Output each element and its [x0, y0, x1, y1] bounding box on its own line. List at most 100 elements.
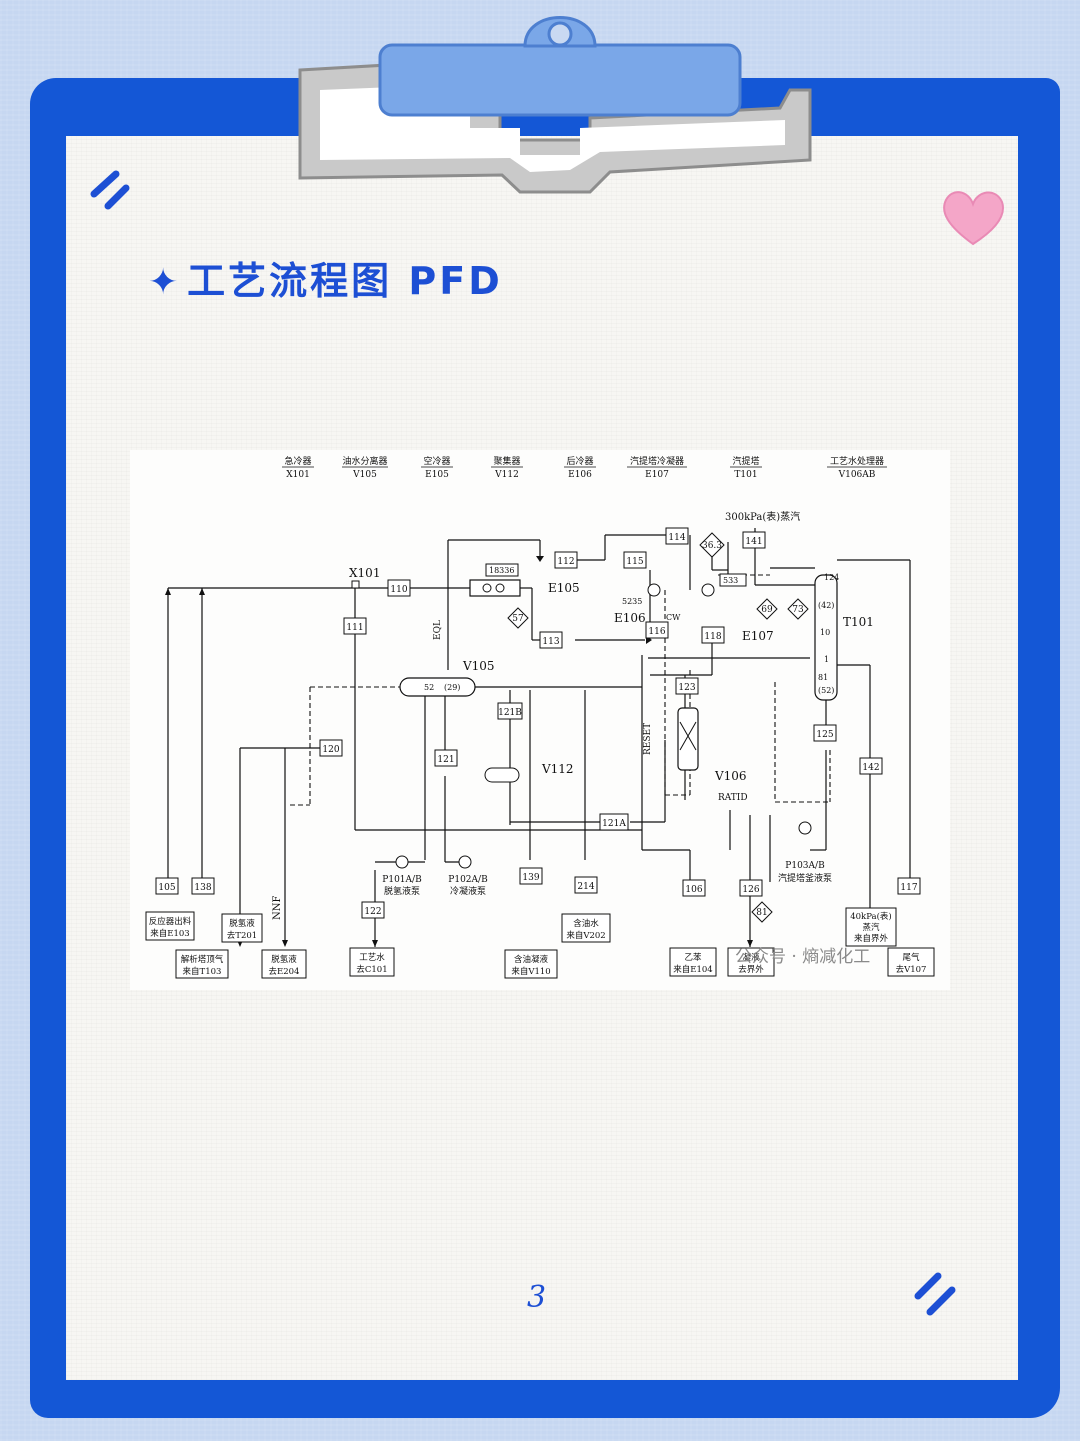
header-v112: 聚集器 V112 [491, 455, 523, 480]
svg-text:来自T103: 来自T103 [183, 966, 222, 977]
diamonds: 57 36.3 69 73 81 [507, 532, 809, 923]
watermark-text: 公众号 · 熵减化工 [735, 947, 870, 967]
svg-text:121: 121 [437, 755, 454, 765]
svg-text:冷凝液泵: 冷凝液泵 [450, 885, 486, 897]
svg-text:蒸汽: 蒸汽 [862, 922, 880, 933]
label-t101: T101 [843, 615, 874, 629]
svg-text:去E204: 去E204 [269, 966, 300, 977]
svg-text:81: 81 [756, 908, 767, 918]
svg-text:工艺水: 工艺水 [359, 952, 385, 963]
equipment-labels: X101 E105 E106 E107 T101 V105 V112 V106 [349, 566, 874, 783]
diamond-81: 81 [751, 901, 773, 923]
slash-mark-icon [90, 170, 130, 210]
stream-boxes: 110 111 112 113 114 115 116 118 120 121 … [319, 527, 883, 919]
svg-text:142: 142 [862, 763, 879, 773]
diamond-73: 73 [787, 598, 809, 620]
svg-text:X101: X101 [286, 470, 310, 480]
svg-text:急冷器: 急冷器 [284, 455, 311, 467]
svg-text:T101: T101 [734, 470, 757, 480]
stream-214: 214 [574, 876, 598, 894]
svg-text:E105: E105 [425, 470, 449, 480]
label-eql: EQL [433, 620, 443, 640]
bottom-stream-boxes: 105 138 139 214 106 126 117 [155, 867, 921, 897]
stream-106: 106 [682, 879, 706, 897]
stream-142: 142 [859, 757, 883, 775]
svg-text:来自V110: 来自V110 [511, 966, 550, 977]
svg-text:尾气: 尾气 [902, 952, 920, 963]
svg-text:V105: V105 [352, 470, 377, 480]
svg-text:含油水: 含油水 [573, 918, 599, 929]
svg-text:36.3: 36.3 [702, 541, 722, 551]
svg-text:114: 114 [668, 533, 685, 543]
stream-121b: 121B [497, 702, 523, 720]
svg-text:81: 81 [818, 673, 828, 682]
svg-text:E107: E107 [645, 470, 669, 480]
diamond-57: 57 [507, 607, 529, 629]
svg-text:脱氢液泵: 脱氢液泵 [384, 885, 420, 897]
label-v106: V106 [714, 769, 747, 783]
header-x101: 急冷器 X101 [282, 455, 314, 480]
stream-114: 114 [665, 527, 689, 545]
svg-text:5235: 5235 [622, 597, 642, 606]
svg-text:110: 110 [390, 585, 407, 595]
equipment [351, 579, 812, 869]
svg-text:汽提塔冷凝器: 汽提塔冷凝器 [630, 455, 684, 467]
svg-text:CW: CW [666, 613, 681, 622]
svg-text:121B: 121B [498, 708, 522, 718]
svg-text:116: 116 [648, 627, 665, 637]
svg-text:聚集器: 聚集器 [493, 455, 520, 467]
star-icon: ✦ [148, 262, 182, 303]
stream-121: 121 [434, 749, 458, 767]
label-reset: RESET [643, 723, 653, 755]
svg-text:含油凝液: 含油凝液 [514, 954, 549, 965]
svg-text:121A: 121A [602, 819, 626, 829]
svg-text:10: 10 [820, 628, 830, 637]
svg-text:124: 124 [824, 573, 839, 582]
page-title: ✦工艺流程图 PFD [148, 250, 503, 305]
svg-text:111: 111 [346, 623, 363, 633]
svg-text:122: 122 [364, 907, 381, 917]
steam-top-label: 300kPa(表)蒸汽 [725, 510, 800, 523]
header-e107: 汽提塔冷凝器 E107 [627, 455, 687, 480]
svg-text:P102A/B: P102A/B [448, 875, 488, 885]
label-ratid: RATID [718, 793, 748, 803]
svg-text:120: 120 [322, 745, 339, 755]
label-e106: E106 [614, 611, 646, 625]
svg-text:V106AB: V106AB [838, 470, 876, 480]
stream-125: 125 [813, 724, 837, 742]
svg-text:P101A/B: P101A/B [382, 875, 422, 885]
stream-115: 115 [623, 551, 647, 569]
svg-text:V112: V112 [494, 470, 519, 480]
svg-text:(52): (52) [818, 686, 834, 695]
svg-text:来自E104: 来自E104 [673, 964, 712, 975]
svg-text:105: 105 [158, 883, 175, 893]
clipboard-clip-icon [298, 16, 812, 194]
svg-text:去T201: 去T201 [227, 930, 257, 941]
stream-138: 138 [191, 877, 215, 895]
svg-text:117: 117 [900, 883, 917, 893]
svg-text:凝液: 凝液 [742, 952, 760, 963]
svg-text:18336: 18336 [489, 566, 514, 575]
svg-text:P103A/B: P103A/B [785, 861, 825, 871]
svg-text:125: 125 [816, 730, 833, 740]
svg-text:去V107: 去V107 [896, 964, 927, 975]
svg-text:113: 113 [542, 637, 559, 647]
page-number: 3 [527, 1280, 547, 1315]
svg-text:126: 126 [742, 885, 759, 895]
stream-139: 139 [519, 867, 543, 885]
stream-121a: 121A [599, 813, 629, 831]
svg-text:来自V202: 来自V202 [566, 930, 605, 941]
page-title-text: 工艺流程图 PFD [187, 259, 503, 303]
